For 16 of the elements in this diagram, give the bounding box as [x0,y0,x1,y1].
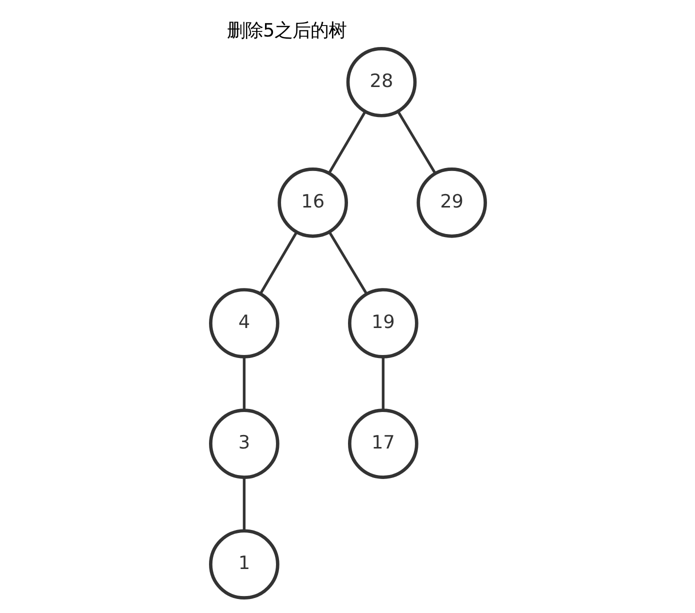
node-circle: 4 [208,288,279,358]
node-circle: 17 [348,408,418,479]
node-circle: 19 [348,288,418,358]
diagram-title: 删除5之后的树 [226,20,346,42]
connector [328,110,366,174]
connector [242,478,246,531]
connector [328,231,368,295]
node-circle: 1 [208,529,279,600]
node-circle: 16 [277,168,348,238]
connector [381,356,384,410]
node-circle: 29 [416,168,486,238]
connector [242,356,246,410]
node-circle: 28 [346,46,416,118]
connector [259,231,298,294]
connector [396,110,436,174]
node-circle: 3 [208,408,279,479]
